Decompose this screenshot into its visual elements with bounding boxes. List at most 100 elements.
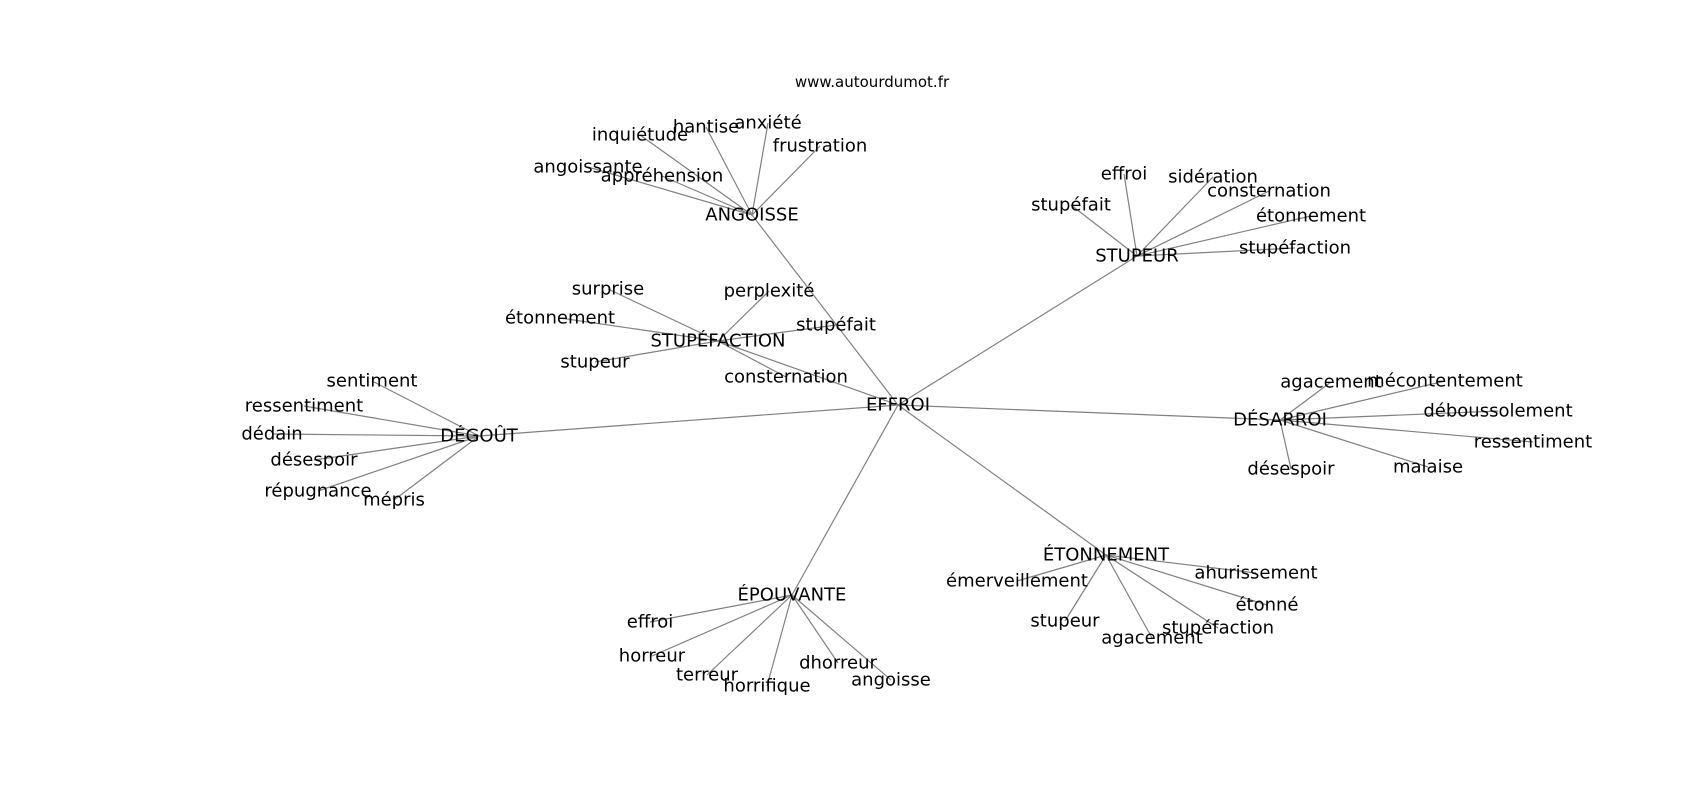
edge-angoisse-anxiete xyxy=(751,122,769,216)
edge-angoisse-frustration xyxy=(751,145,821,216)
edge-degout-dedain xyxy=(271,433,480,437)
leaf-node-stupeur-etonnement: étonnement xyxy=(1256,206,1366,227)
edge-stupeur-effroi xyxy=(1123,173,1138,257)
graph-edges xyxy=(271,122,1534,687)
edge-stupefaction-consternation xyxy=(717,340,787,378)
leaf-node-stupeur-consternation: consternation xyxy=(1207,181,1331,202)
hub-node-stupefaction: STUPÉFACTION xyxy=(650,330,785,352)
leaf-node-stupefaction-etonnement: étonnement xyxy=(505,308,615,329)
leaf-node-etonnement-agacement: agacement xyxy=(1101,628,1203,649)
leaf-node-angoisse-inquietude: inquiétude xyxy=(592,125,688,146)
leaf-node-stupeur-stupefaction: stupéfaction xyxy=(1239,238,1351,259)
edge-etonnement-stupefaction xyxy=(1105,554,1219,629)
leaf-node-desarroi-ressentiment: ressentiment xyxy=(1474,432,1592,453)
leaf-node-epouvante-terreur: terreur xyxy=(676,665,739,686)
edge-degout-sentiment xyxy=(371,380,480,437)
edge-stupeur-consternation xyxy=(1136,190,1270,257)
leaf-node-desarroi-deboussolement: déboussolement xyxy=(1423,401,1572,422)
edge-center-etonnement xyxy=(897,404,1107,556)
leaf-node-stupeur-stupefait: stupéfait xyxy=(1031,195,1111,216)
leaf-node-stupefaction-consternation: consternation xyxy=(724,367,848,388)
edge-epouvante-dhorreur xyxy=(791,594,839,664)
leaf-node-stupeur-effroi: effroi xyxy=(1101,164,1148,185)
edge-degout-ressentiment xyxy=(303,405,480,437)
edge-center-epouvante xyxy=(791,404,899,596)
edge-stupefaction-surprise xyxy=(607,288,719,342)
leaf-node-angoisse-angoissante: angoissante xyxy=(533,157,642,178)
leaf-node-epouvante-dhorreur: dhorreur xyxy=(799,653,877,674)
leaf-node-desarroi-agacement: agacement xyxy=(1280,372,1382,393)
leaf-node-stupefaction-surprise: surprise xyxy=(572,279,644,300)
edge-center-angoisse xyxy=(751,214,899,406)
hub-node-angoisse: ANGOISSE xyxy=(705,205,798,226)
edge-stupeur-sideration xyxy=(1136,176,1214,257)
edge-stupeur-etonnement xyxy=(1136,215,1312,257)
leaf-node-angoisse-apprehension: appréhension xyxy=(601,166,724,187)
edge-stupefaction-perplexite xyxy=(717,290,770,342)
edge-desarroi-agacement xyxy=(1279,381,1332,421)
edge-stupeur-stupefaction xyxy=(1136,247,1296,257)
hub-node-epouvante: ÉPOUVANTE xyxy=(738,584,847,606)
leaf-node-angoisse-anxiete: anxiété xyxy=(734,113,801,134)
hub-node-desarroi: DÉSARROI xyxy=(1233,409,1327,431)
leaf-node-degout-sentiment: sentiment xyxy=(327,371,418,392)
hub-node-degout: DÉGOÛT xyxy=(440,425,519,447)
leaf-node-stupefaction-perplexite: perplexité xyxy=(724,281,815,302)
edge-etonnement-ahurissement xyxy=(1105,554,1257,574)
leaf-node-angoisse-hantise: hantise xyxy=(673,117,739,138)
edge-center-stupeur xyxy=(897,255,1138,406)
edge-desarroi-desespoir xyxy=(1279,419,1292,470)
source-credit: www.autourdumot.fr xyxy=(795,73,950,91)
edge-degout-repugnance xyxy=(317,435,480,492)
leaf-node-etonnement-stupeur: stupeur xyxy=(1030,611,1100,632)
edge-angoisse-angoissante xyxy=(587,166,753,216)
edge-angoisse-inquietude xyxy=(639,134,753,216)
leaf-node-epouvante-horreur: horreur xyxy=(619,646,686,667)
edge-desarroi-ressentiment xyxy=(1279,419,1534,443)
edge-angoisse-hantise xyxy=(705,126,753,216)
leaf-node-degout-desespoir: désespoir xyxy=(270,450,358,471)
leaf-node-epouvante-effroi: effroi xyxy=(627,612,674,633)
edge-degout-desespoir xyxy=(313,435,480,461)
edge-epouvante-angoisse xyxy=(791,594,892,681)
leaf-node-epouvante-angoisse: angoisse xyxy=(851,670,931,691)
leaf-node-degout-dedain: dédain xyxy=(241,424,302,445)
edge-stupefaction-stupeur xyxy=(594,340,719,363)
leaf-node-etonnement-etonne: étonné xyxy=(1235,595,1298,616)
leaf-node-desarroi-desespoir: désespoir xyxy=(1247,459,1335,480)
edge-etonnement-emerveillement xyxy=(1016,554,1107,582)
leaf-node-etonnement-ahurissement: ahurissement xyxy=(1194,563,1317,584)
edge-degout-mepris xyxy=(393,435,480,501)
leaf-node-angoisse-frustration: frustration xyxy=(773,136,868,157)
edge-desarroi-deboussolement xyxy=(1279,410,1499,421)
leaf-node-stupefaction-stupeur: stupeur xyxy=(560,352,630,373)
edge-etonnement-stupeur xyxy=(1064,554,1107,622)
leaf-node-stupefaction-stupefait: stupéfait xyxy=(796,315,876,336)
edge-center-stupefaction xyxy=(717,340,899,406)
edge-desarroi-mecontentement xyxy=(1279,380,1446,421)
edge-epouvante-horrifique xyxy=(766,594,793,687)
leaf-node-degout-repugnance: répugnance xyxy=(264,481,371,502)
edge-etonnement-etonne xyxy=(1105,554,1268,606)
center-node-effroi: EFFROI xyxy=(866,395,930,416)
edge-desarroi-malaise xyxy=(1279,419,1429,468)
edge-epouvante-horreur xyxy=(651,594,793,657)
hub-node-etonnement: ÉTONNEMENT xyxy=(1043,544,1170,566)
edge-center-degout xyxy=(478,404,899,437)
leaf-node-etonnement-emerveillement: émerveillement xyxy=(946,571,1088,592)
leaf-node-stupeur-sideration: sidération xyxy=(1168,167,1258,188)
leaf-node-desarroi-malaise: malaise xyxy=(1393,457,1463,478)
edge-epouvante-effroi xyxy=(649,594,793,623)
leaf-node-etonnement-stupefaction: stupéfaction xyxy=(1162,618,1274,639)
edge-stupeur-stupefait xyxy=(1070,204,1138,257)
edge-stupefaction-stupefait xyxy=(717,324,837,342)
leaf-node-degout-ressentiment: ressentiment xyxy=(245,396,363,417)
edge-stupefaction-etonnement xyxy=(559,317,719,342)
leaf-node-epouvante-horrifique: horrifique xyxy=(723,676,810,697)
hub-node-stupeur: STUPEUR xyxy=(1095,246,1179,267)
edge-epouvante-terreur xyxy=(706,594,793,676)
edge-center-desarroi xyxy=(897,404,1281,421)
edge-etonnement-agacement xyxy=(1105,554,1153,639)
